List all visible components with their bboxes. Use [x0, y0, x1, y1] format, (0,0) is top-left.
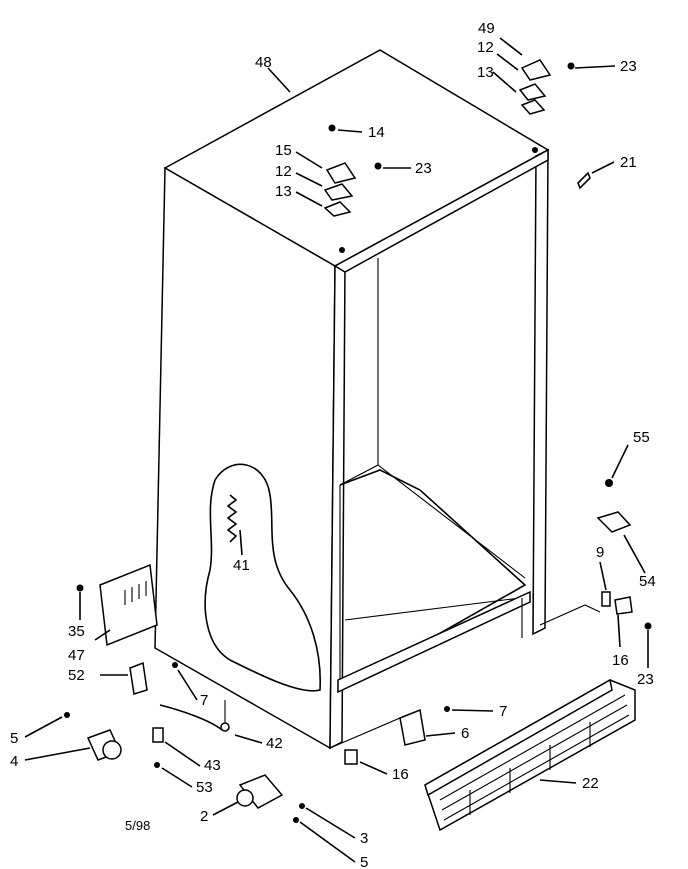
label-15: 15 — [275, 142, 292, 159]
label-5: 5 — [10, 730, 18, 747]
bracket-54 — [596, 479, 632, 533]
label-4: 4 — [10, 753, 18, 770]
hinge-top-center — [323, 124, 382, 253]
label-52: 52 — [68, 667, 85, 684]
grille-22 — [424, 678, 636, 832]
roller-2 — [236, 774, 305, 823]
label-53: 53 — [196, 779, 213, 796]
label-13: 13 — [477, 64, 494, 81]
label-14: 14 — [368, 124, 385, 141]
label-43: 43 — [204, 757, 221, 774]
label-6: 6 — [461, 725, 469, 742]
control-panel-47 — [76, 563, 158, 647]
tube-42 — [159, 700, 230, 732]
label-13: 13 — [275, 183, 292, 200]
cabinet — [154, 49, 601, 750]
date-code: 5/98 — [125, 818, 150, 833]
leader-lines — [24, 37, 649, 863]
label-21: 21 — [620, 154, 637, 171]
clip-16 — [344, 749, 358, 765]
label-7: 7 — [499, 703, 507, 720]
label-42: 42 — [266, 735, 283, 752]
label-35: 35 — [68, 623, 85, 640]
shim-21 — [577, 171, 591, 190]
label-2: 2 — [200, 808, 208, 825]
bracket-6 — [399, 706, 450, 746]
bracket-9-16 — [601, 591, 652, 630]
label-48: 48 — [255, 54, 272, 71]
label-12: 12 — [275, 163, 292, 180]
label-23: 23 — [637, 671, 654, 688]
label-49: 49 — [478, 20, 495, 37]
label-54: 54 — [639, 573, 656, 590]
label-22: 22 — [582, 775, 599, 792]
hinge-top-right — [518, 59, 575, 153]
label-5: 5 — [360, 854, 368, 869]
label-7: 7 — [200, 692, 208, 709]
part-labels: 48 49 12 13 23 14 15 12 13 23 21 55 41 5… — [10, 20, 656, 869]
label-9: 9 — [596, 544, 604, 561]
wheel-4 — [64, 712, 122, 761]
label-16: 16 — [612, 652, 629, 669]
label-23: 23 — [620, 58, 637, 75]
bracket-43-53 — [152, 727, 164, 768]
label-12: 12 — [477, 39, 494, 56]
label-3: 3 — [360, 830, 368, 847]
label-41: 41 — [233, 557, 250, 574]
label-23: 23 — [415, 160, 432, 177]
clip-52 — [129, 661, 178, 695]
label-55: 55 — [633, 429, 650, 446]
label-47: 47 — [68, 647, 85, 664]
label-16: 16 — [392, 766, 409, 783]
